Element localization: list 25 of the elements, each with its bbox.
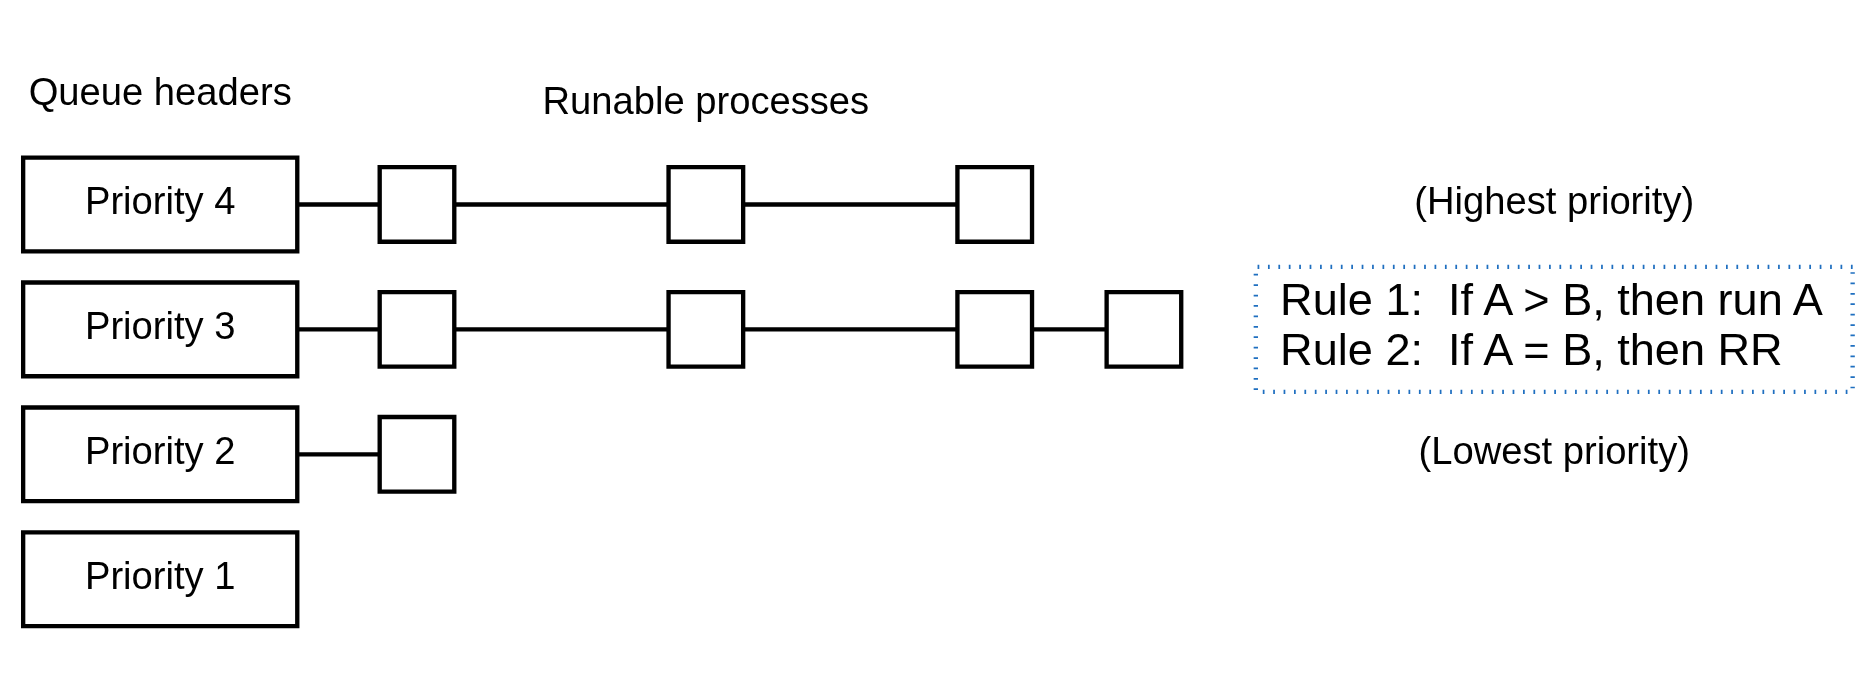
node-box — [377, 414, 457, 494]
node-box — [955, 289, 1035, 369]
node-box: Priority 2 — [21, 404, 300, 503]
node-box: Priority 4 — [21, 154, 300, 253]
node-box — [377, 289, 457, 369]
connector — [743, 201, 958, 207]
connector — [1032, 326, 1107, 332]
label: Runable processes — [542, 78, 870, 122]
connector — [743, 326, 958, 332]
label: (Lowest priority) — [1418, 428, 1690, 472]
connector — [297, 451, 380, 456]
node-box: Rule 1: If A > B, then run A Rule 2: If A = B, then RR — [1253, 264, 1855, 394]
node-box: Priority 3 — [21, 279, 300, 378]
node-box — [377, 164, 457, 244]
label: Queue headers — [28, 69, 292, 113]
connector — [454, 326, 669, 332]
node-box — [1104, 289, 1184, 369]
connector — [297, 326, 380, 332]
node-box: Priority 1 — [21, 529, 300, 628]
connector — [297, 201, 380, 207]
node-box — [955, 164, 1035, 244]
node-box — [666, 164, 746, 244]
label: (Highest priority) — [1414, 178, 1695, 222]
connector — [454, 201, 669, 207]
node-box — [666, 289, 746, 369]
